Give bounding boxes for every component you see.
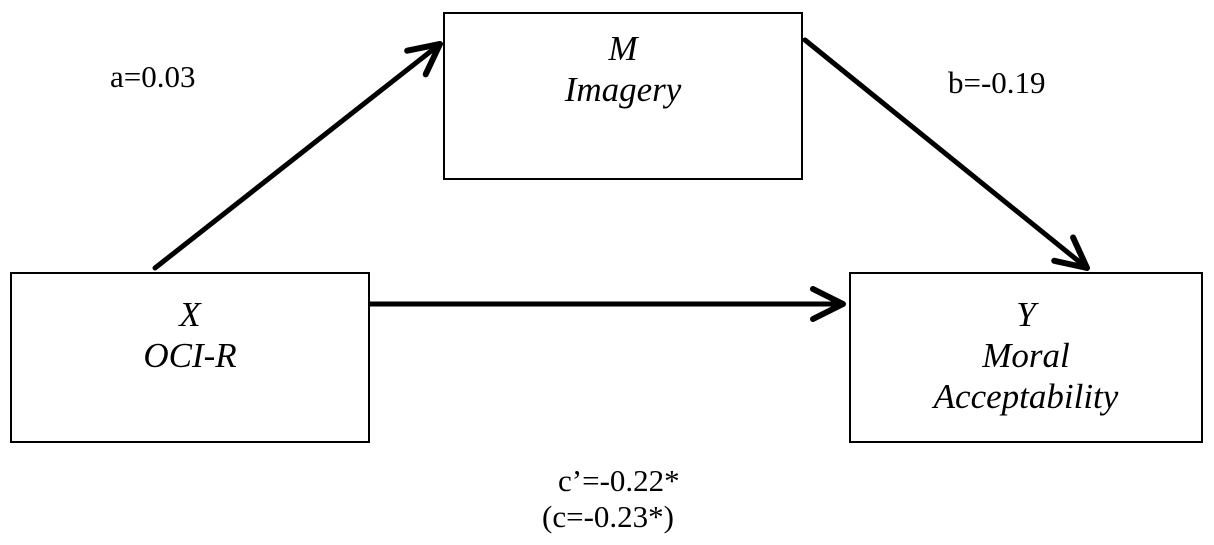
outcome-symbol: Y (1016, 295, 1036, 334)
path-b-arrow (802, 37, 1090, 271)
path-a-arrow (152, 41, 443, 271)
mediator-symbol: M (608, 29, 638, 68)
path-a-coefficient: a=0.03 (110, 59, 196, 94)
path-c-prime-coefficient: c’=-0.22* (558, 463, 680, 498)
outcome-label-line1: Moral (982, 336, 1070, 375)
predictor-box: X OCI-R (10, 272, 370, 443)
predictor-symbol: X (179, 295, 201, 334)
path-b-coefficient: b=-0.19 (948, 65, 1046, 100)
path-c-total-coefficient: (c=-0.23*) (542, 499, 674, 534)
mediator-box: M Imagery (443, 12, 803, 180)
outcome-label-line2: Acceptability (933, 377, 1119, 416)
outcome-box: Y Moral Acceptability (849, 272, 1203, 443)
predictor-label: OCI-R (143, 336, 237, 375)
mediator-label: Imagery (564, 70, 682, 109)
